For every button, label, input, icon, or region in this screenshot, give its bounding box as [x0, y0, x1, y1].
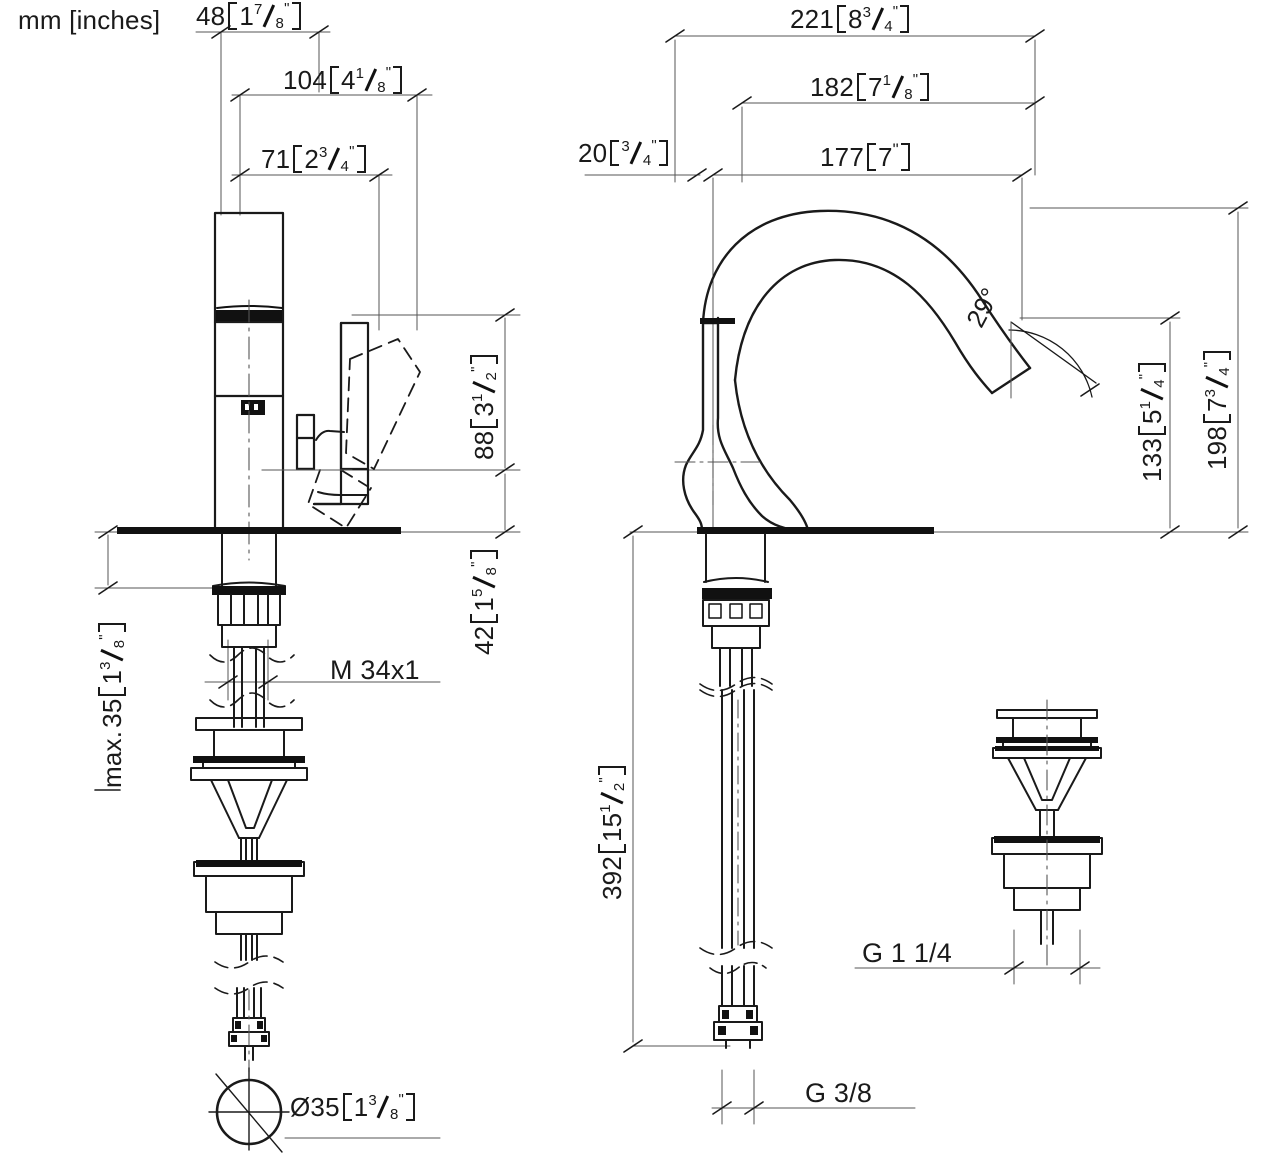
dim-133-mm: 133 [1137, 438, 1167, 482]
dim-177-inch-whole: 7 [877, 142, 893, 172]
dim-198-den: 4 [1215, 367, 1233, 376]
dim-max35-den: 8 [110, 639, 128, 649]
dim-392-inch-whole: 15 [597, 812, 627, 843]
dim-48-mm: 48 [196, 1, 226, 31]
dim-198-mm: 198 [1202, 426, 1232, 470]
dim-42-num: 5 [468, 588, 486, 597]
dim-104-inch-whole: 4 [340, 65, 356, 95]
dim-392-mm: 392 [597, 856, 627, 900]
dim-133-inch-whole: 5 [1137, 409, 1167, 425]
dim-182-den: 8 [904, 85, 913, 103]
dim-221-mm: 221 [790, 4, 834, 34]
dim-182-mm: 182 [810, 72, 854, 102]
dim-392-num: 1 [596, 804, 614, 813]
dimension-177: 177 7 " [820, 140, 910, 172]
dim-221-den: 4 [884, 17, 893, 35]
thread-label-m34x1: M 34x1 [330, 655, 420, 685]
units-note: mm [inches] [18, 5, 161, 35]
dim-max35-prefix: max. [97, 730, 127, 788]
dim-71-den: 4 [340, 157, 350, 175]
dim-20-mm: 20 [578, 138, 608, 168]
dim-133-num: 1 [1136, 400, 1154, 410]
dim-dia35-den: 8 [389, 1105, 399, 1123]
dim-221-num: 3 [862, 3, 872, 21]
dim-42-den: 8 [482, 566, 500, 576]
dim-71-mm: 71 [261, 144, 291, 174]
dim-88-inch-whole: 3 [469, 402, 499, 417]
dim-max35-mm: 35 [97, 698, 127, 728]
dim-177-mm: 177 [820, 142, 864, 172]
dim-88-den: 2 [482, 371, 500, 381]
dim-182-num: 1 [882, 71, 892, 89]
dim-42-mm: 42 [469, 625, 499, 655]
dim-221-inch-whole: 8 [847, 4, 863, 34]
dim-88-mm: 88 [469, 430, 499, 460]
dim-198-inch-whole: 7 [1202, 397, 1232, 413]
dim-182-inch-whole: 7 [867, 72, 883, 102]
dim-20-num: 3 [621, 137, 630, 155]
dim-198-num: 3 [1201, 388, 1219, 398]
dim-104-num: 1 [355, 64, 365, 82]
dim-max35-inch-whole: 1 [97, 669, 127, 685]
dim-max35-num: 3 [96, 661, 114, 670]
dim-104-mm: 104 [283, 65, 327, 95]
thread-label-g-1-1-4: G 1 1/4 [862, 938, 952, 968]
dim-48-den: 8 [275, 14, 285, 32]
dim-133-den: 4 [1150, 379, 1168, 388]
dim-88-num: 1 [468, 393, 486, 402]
dim-dia35-num: 3 [368, 1091, 377, 1109]
dim-dia35-mm: Ø35 [290, 1092, 340, 1122]
dim-42-inch-whole: 1 [469, 597, 499, 612]
dim-20-den: 4 [642, 151, 652, 169]
dim-48-num: 7 [254, 0, 263, 18]
dim-dia35-inch-whole: 1 [353, 1092, 369, 1122]
dim-71-inch-whole: 2 [304, 144, 319, 174]
dim-71-num: 3 [319, 143, 328, 161]
thread-label-g-3-8: G 3/8 [805, 1078, 873, 1108]
dim-48-inch-whole: 1 [239, 1, 254, 31]
dim-392-den: 2 [610, 782, 628, 792]
dim-104-den: 8 [377, 78, 386, 96]
